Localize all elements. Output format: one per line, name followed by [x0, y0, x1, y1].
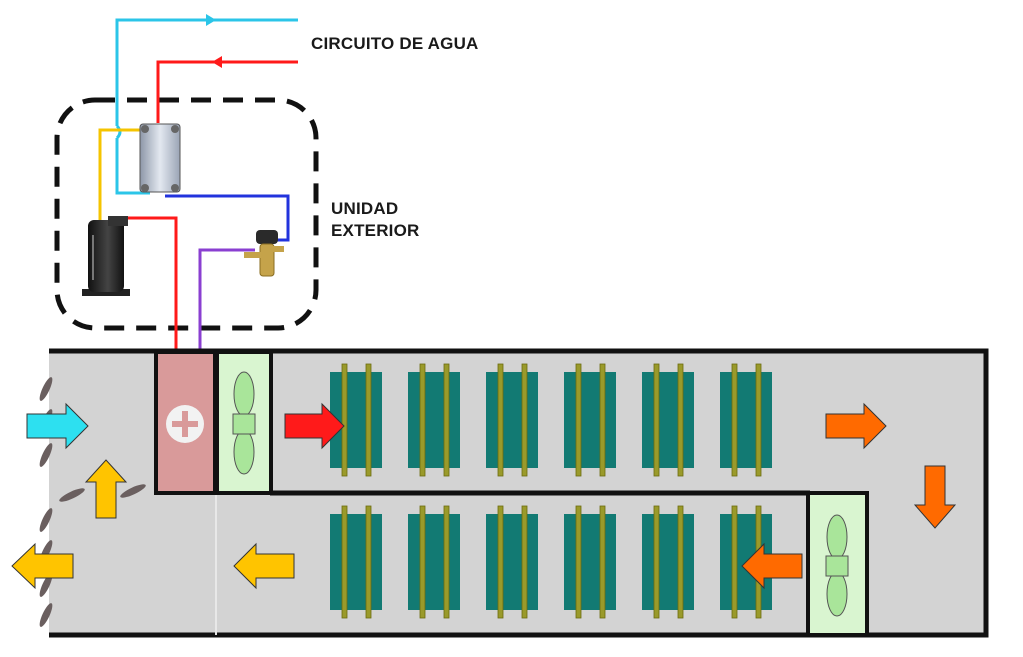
water-circuit-pipes — [115, 18, 298, 195]
refrigerant-pipe-red — [112, 216, 178, 352]
coil-block — [486, 505, 538, 619]
airflow-arrow-icon — [233, 542, 295, 590]
cold-water-pipe — [115, 18, 298, 126]
outdoor-unit-boundary — [54, 97, 319, 331]
coil-block — [330, 505, 382, 619]
coil-block — [486, 363, 538, 477]
coil-row-lower — [330, 505, 772, 619]
cold-water-crossover — [115, 124, 122, 140]
refrigerant-pipe-blue — [165, 194, 290, 242]
refrigerant-pipe-purple — [198, 248, 255, 352]
airflow-arrow-icon — [825, 402, 887, 450]
damper-louver-icon — [59, 484, 146, 502]
airflow-arrow-icon — [741, 542, 803, 590]
airflow-arrow-icon — [11, 542, 74, 590]
plate-heat-exchanger-icon — [139, 123, 181, 193]
water-flow-arrow-icon — [212, 56, 222, 68]
coil-block — [408, 505, 460, 619]
airflow-arrow-icon — [26, 402, 89, 450]
water-flow-arrow-icon — [206, 14, 216, 26]
airflow-arrow-icon — [84, 459, 128, 519]
louver-icon — [39, 377, 53, 627]
fan-icon — [215, 350, 273, 495]
airflow-arrow-icon — [913, 465, 957, 529]
coil-block — [564, 505, 616, 619]
water-circuit-label: CIRCUITO DE AGUA — [311, 34, 479, 53]
airflow-arrows — [11, 402, 957, 590]
coil-block — [408, 363, 460, 477]
refrigerant-pipes — [98, 128, 290, 352]
hot-water-pipe — [156, 60, 298, 123]
coil-block — [642, 505, 694, 619]
outdoor-unit-label-line1: UNIDAD — [331, 199, 399, 218]
coil-block — [720, 363, 772, 477]
coil-block — [564, 363, 616, 477]
heater-plus-icon — [154, 350, 217, 495]
airflow-arrow-icon — [284, 402, 345, 450]
fan-icon — [806, 491, 869, 637]
outdoor-unit-label: UNIDAD EXTERIOR — [331, 198, 420, 242]
refrigerant-pipe-yellow — [98, 128, 147, 250]
coil-block — [642, 363, 694, 477]
outdoor-unit-label-line2: EXTERIOR — [331, 221, 420, 240]
coil-row-upper — [330, 363, 772, 477]
compressor-icon — [82, 216, 130, 296]
expansion-valve-icon — [244, 230, 284, 277]
